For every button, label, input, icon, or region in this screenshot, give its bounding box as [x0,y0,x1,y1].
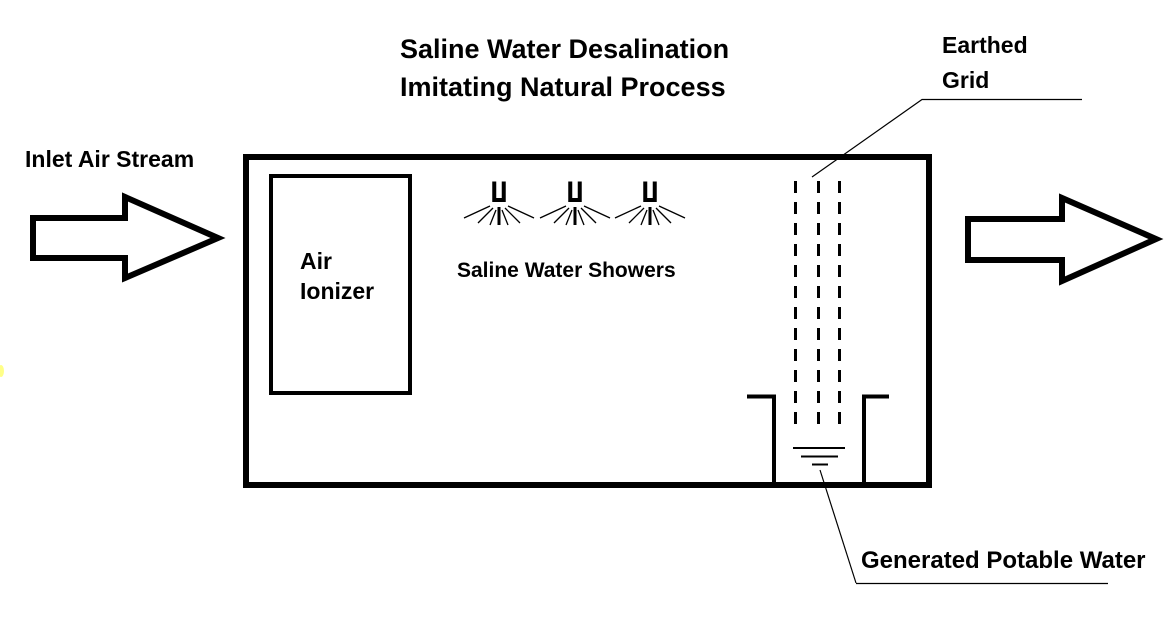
earthed-grid-label-line1: Earthed [942,32,1028,58]
basin-right-wall [862,394,889,486]
shower-nozzle-icon [462,179,536,227]
earthed-grid-label: Earthed Grid [942,28,1028,98]
diagram-title-line2: Imitating Natural Process [400,72,726,102]
diagram-title-line1: Saline Water Desalination [400,34,730,64]
saline-water-showers-label: Saline Water Showers [457,259,676,282]
inlet-air-stream-label: Inlet Air Stream [25,146,195,172]
diagram-title: Saline Water Desalination Imitating Natu… [400,30,729,106]
potable-water-leader-line [819,469,857,584]
air-ionizer-label-line2: Ionizer [300,278,375,304]
edge-speck [0,365,4,377]
generated-potable-water-label: Generated Potable Water [861,547,1146,574]
air-ionizer-box [269,174,412,395]
earthed-grid-label-line2: Grid [942,67,990,93]
desalination-chamber-box [243,154,932,488]
earth-ground-icon [793,447,845,466]
air-ionizer-label-line1: Air [300,248,332,274]
outlet-arrow-icon [965,193,1164,286]
basin-left-wall [747,394,776,486]
earthed-grid-leader-line [811,98,1082,178]
shower-nozzle-icon [613,179,687,227]
shower-nozzle-icon [538,179,612,227]
inlet-arrow-icon [30,192,226,283]
air-ionizer-label: Air Ionizer [300,246,374,306]
